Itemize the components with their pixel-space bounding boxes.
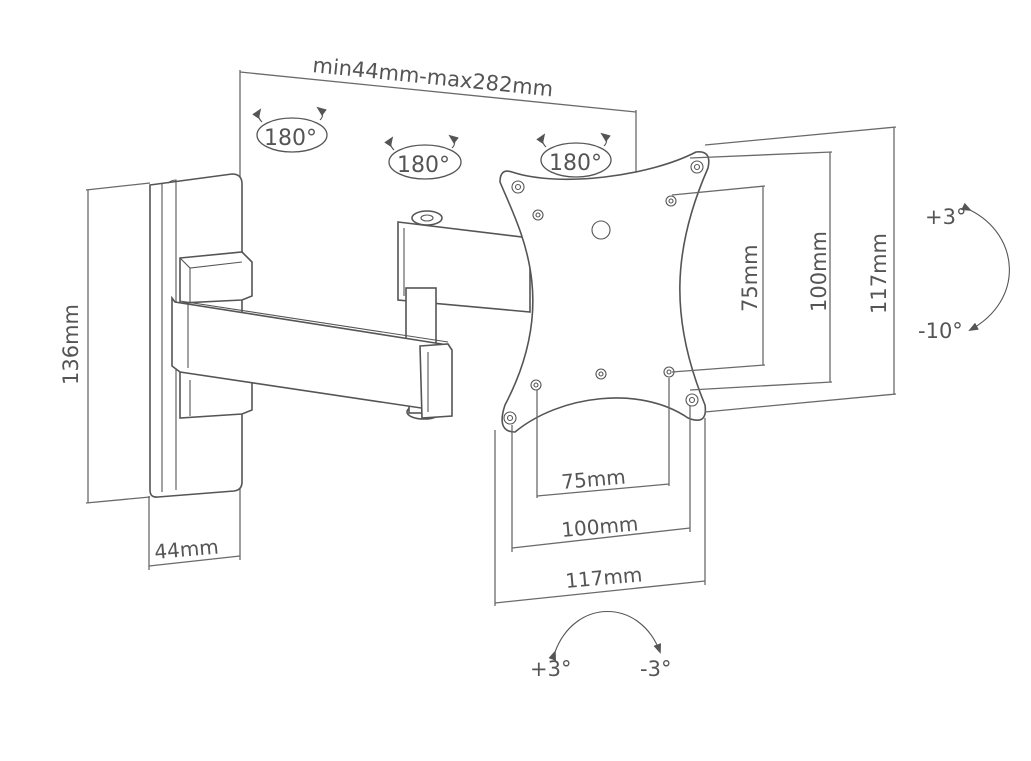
swivel-arrow-icon (256, 117, 328, 153)
wall-plate-height-label: 136mm (59, 304, 83, 385)
tilt-indicator: +3° -10° (918, 202, 1010, 343)
vesa-horizontal-dimensions: 75mm 100mm 117mm (494, 378, 706, 606)
vesa-v-117-label: 117mm (867, 233, 891, 314)
wall-plate-height-dimension: 136mm (59, 182, 151, 504)
tilt-arrow-icon (961, 202, 1010, 331)
arm-reach-label: min44mm-max282mm (311, 53, 554, 101)
articulating-arm (171, 210, 531, 420)
swivel-3-label: 180° (549, 151, 602, 176)
swivel-indicator-2: 180° (384, 134, 462, 180)
wall-plate-depth-label: 44mm (153, 534, 219, 564)
swivel-1-label: 180° (264, 126, 317, 151)
swivel-2-label: 180° (397, 153, 450, 178)
rotate-left-label: +3° (530, 657, 571, 681)
vesa-mounting-plate (499, 151, 710, 433)
wall-plate-depth-dimension: 44mm (148, 485, 241, 570)
swivel-indicator-3: 180° (536, 132, 612, 178)
vesa-vertical-dimensions: 75mm 100mm 117mm (671, 126, 897, 413)
swivel-indicator-1: 180° (252, 106, 328, 153)
swivel-arrow-icon (388, 144, 462, 180)
wall-plate (149, 173, 253, 498)
tilt-up-label: +3° (925, 205, 966, 229)
vesa-v-100-label: 100mm (807, 231, 831, 312)
tilt-down-label: -10° (918, 319, 963, 343)
rotate-right-label: -3° (640, 657, 671, 681)
rotate-arrow-icon (548, 610, 661, 661)
vesa-h-100-label: 100mm (560, 511, 639, 542)
rotation-indicator: +3° -3° (530, 610, 671, 681)
vesa-h-75-label: 75mm (560, 464, 626, 494)
swivel-arrow-icon (540, 142, 612, 178)
vesa-v-75-label: 75mm (738, 244, 762, 312)
